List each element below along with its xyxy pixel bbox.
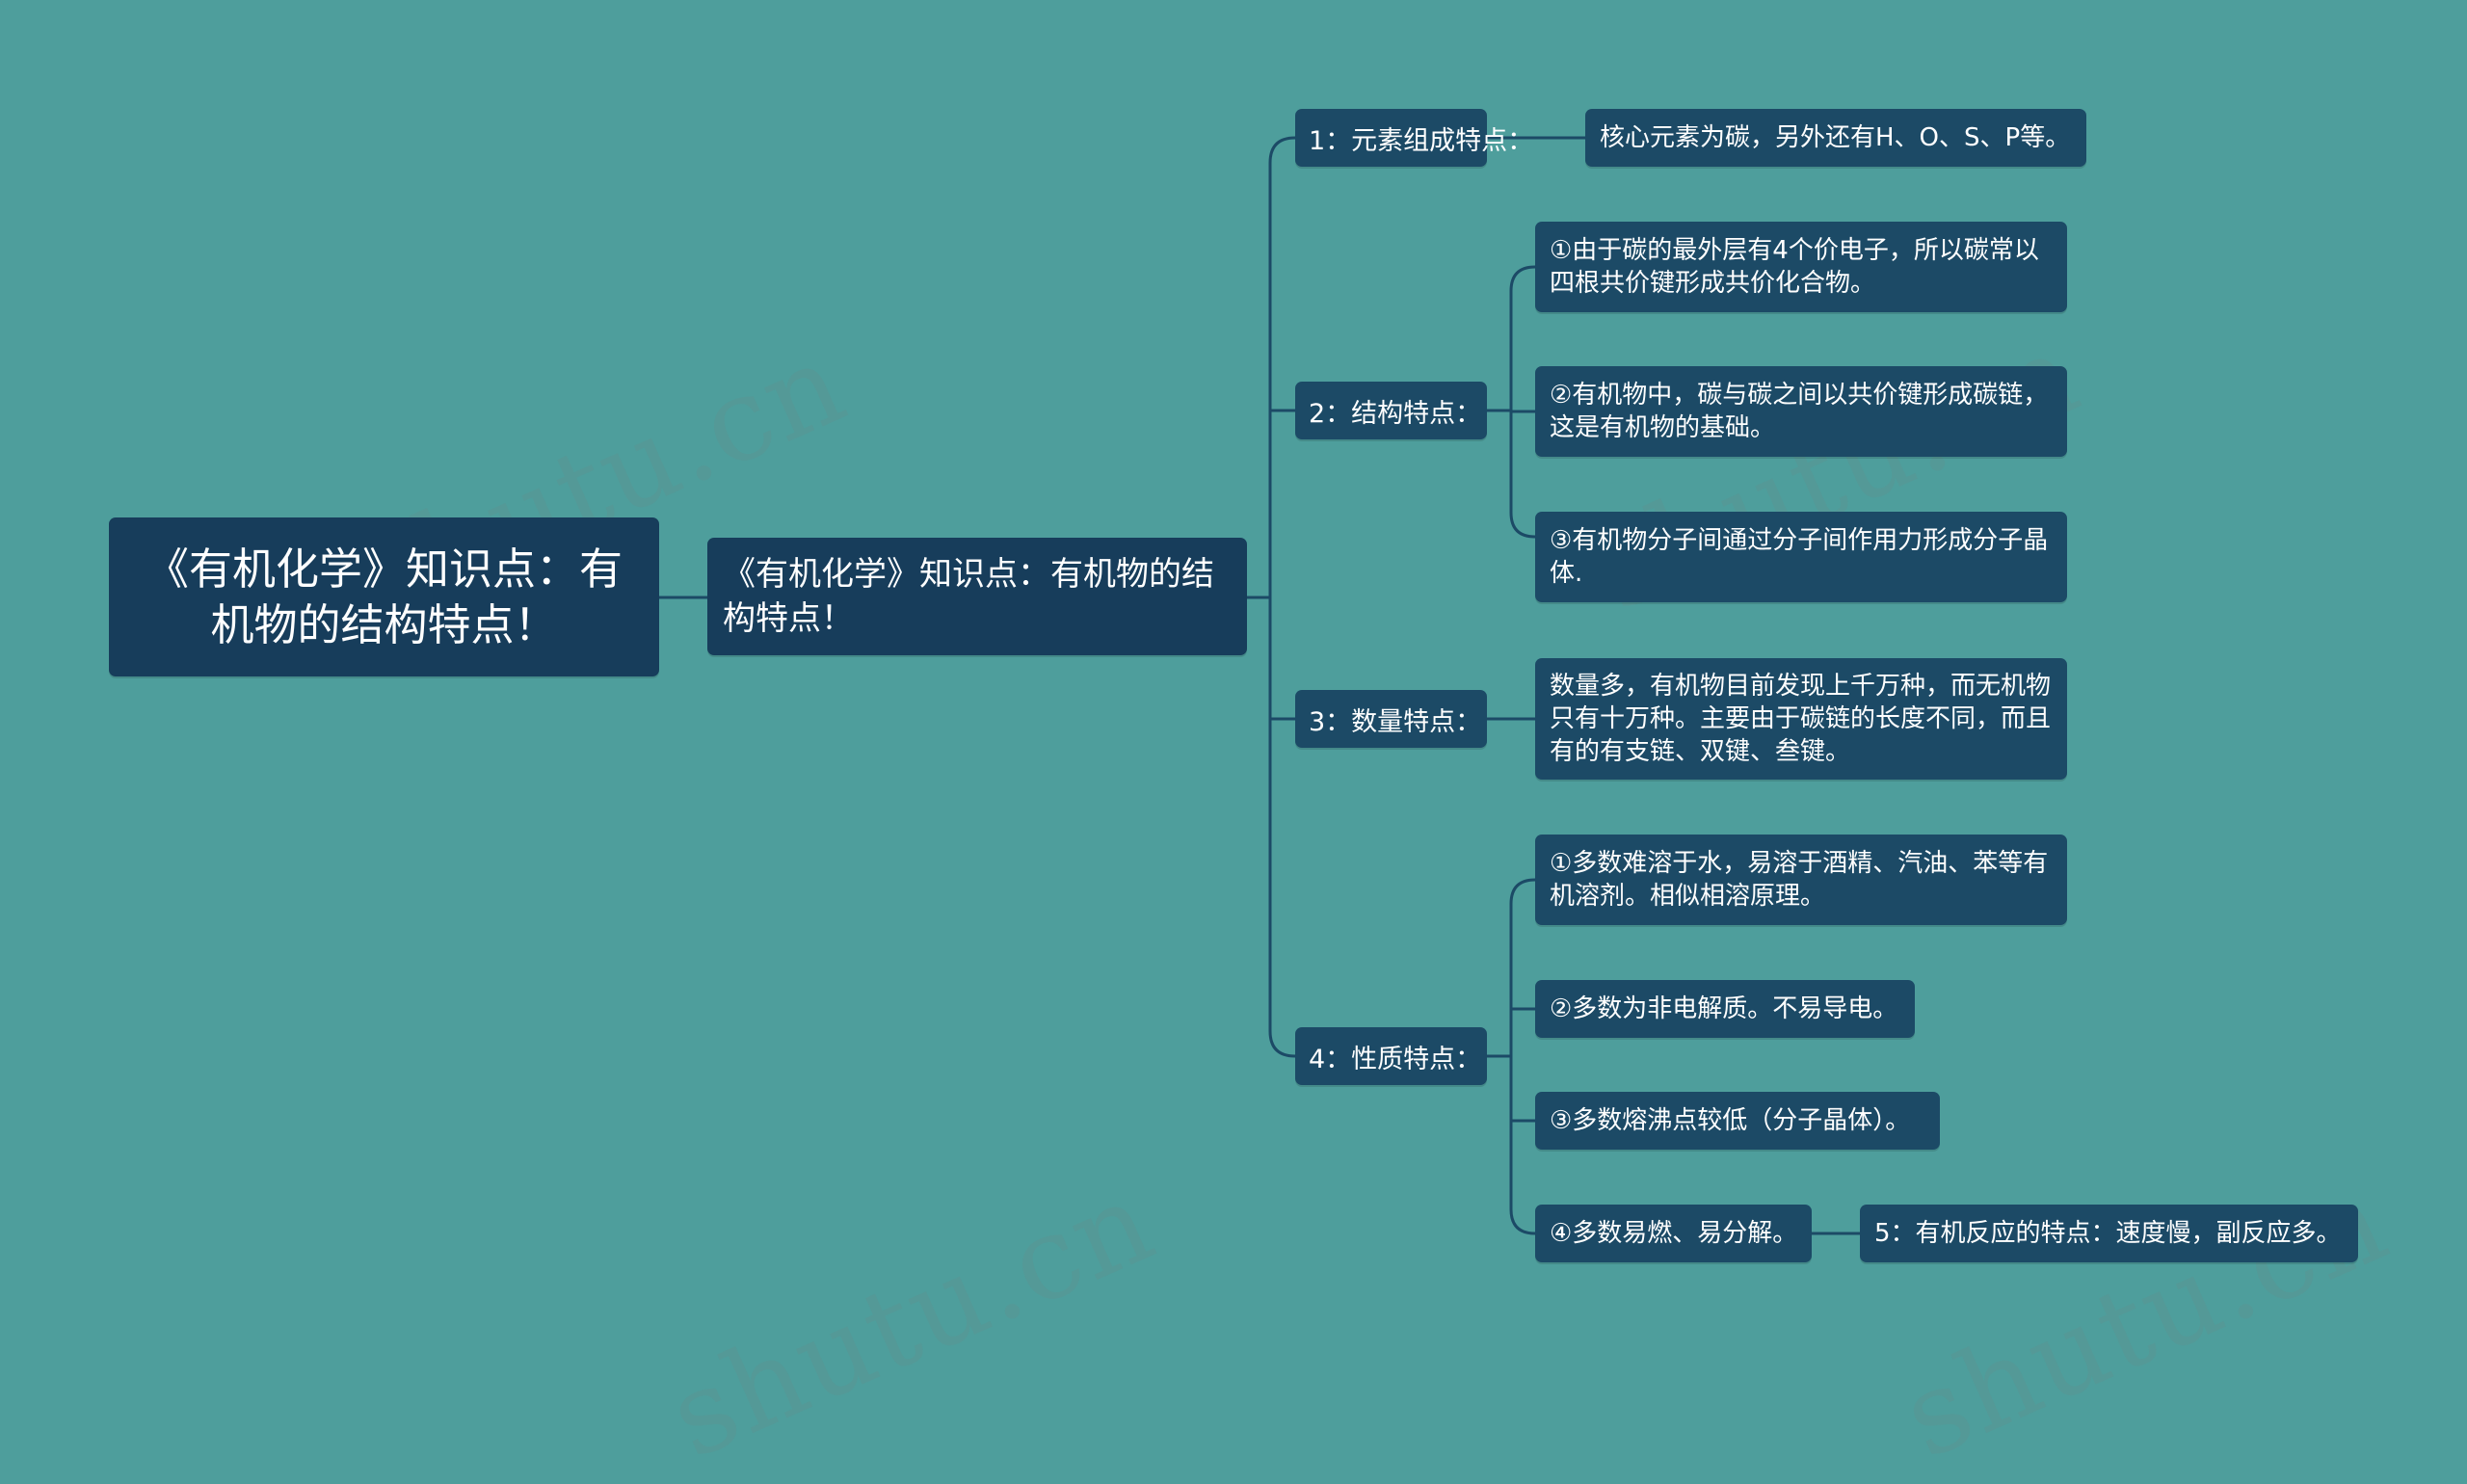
property-detail-text: ②多数为非电解质。不易导电。 bbox=[1550, 994, 1898, 1023]
root-node[interactable]: 《有机化学》知识点：有机物的结构特点！ bbox=[109, 517, 659, 676]
category-properties-node[interactable]: 4：性质特点： bbox=[1295, 1027, 1487, 1085]
property-detail-text: ①多数难溶于水，易溶于酒精、汽油、苯等有机溶剂。相似相溶原理。 bbox=[1550, 849, 2049, 911]
main-topic-node[interactable]: 《有机化学》知识点：有机物的结构特点！ bbox=[707, 538, 1247, 655]
category-quantity-node[interactable]: 3：数量特点： bbox=[1295, 690, 1487, 748]
quantity-detail-node[interactable]: 数量多，有机物目前发现上千万种，而无机物只有十万种。主要由于碳链的长度不同，而且… bbox=[1535, 658, 2067, 780]
main-topic-label: 《有机化学》知识点：有机物的结构特点！ bbox=[723, 555, 1214, 638]
category-label: 2：结构特点： bbox=[1309, 398, 1482, 429]
property-detail-node-3[interactable]: ③多数熔沸点较低（分子晶体）。 bbox=[1535, 1092, 1940, 1150]
composition-detail-text: 核心元素为碳，另外还有H、O、S、P等。 bbox=[1600, 123, 2071, 152]
structure-detail-node-1[interactable]: ①由于碳的最外层有4个价电子，所以碳常以四根共价键形成共价化合物。 bbox=[1535, 222, 2067, 312]
property-detail-node-4[interactable]: ④多数易燃、易分解。 bbox=[1535, 1205, 1812, 1262]
structure-detail-node-3[interactable]: ③有机物分子间通过分子间作用力形成分子晶体. bbox=[1535, 512, 2067, 602]
structure-detail-text: ①由于碳的最外层有4个价电子，所以碳常以四根共价键形成共价化合物。 bbox=[1550, 236, 2039, 298]
reaction-detail-node[interactable]: 5：有机反应的特点：速度慢，副反应多。 bbox=[1860, 1205, 2358, 1262]
structure-detail-text: ②有机物中，碳与碳之间以共价键形成碳链，这是有机物的基础。 bbox=[1550, 381, 2049, 442]
category-label: 1：元素组成特点： bbox=[1309, 125, 1534, 156]
root-label: 《有机化学》知识点：有机物的结构特点！ bbox=[145, 543, 623, 650]
structure-detail-text: ③有机物分子间通过分子间作用力形成分子晶体. bbox=[1550, 526, 2049, 588]
category-label: 4：性质特点： bbox=[1309, 1044, 1482, 1074]
category-composition-node[interactable]: 1：元素组成特点： bbox=[1295, 109, 1533, 167]
property-detail-node-1[interactable]: ①多数难溶于水，易溶于酒精、汽油、苯等有机溶剂。相似相溶原理。 bbox=[1535, 835, 2067, 925]
reaction-detail-text: 5：有机反应的特点：速度慢，副反应多。 bbox=[1874, 1219, 2342, 1248]
property-detail-text: ④多数易燃、易分解。 bbox=[1550, 1219, 1798, 1248]
property-detail-text: ③多数熔沸点较低（分子晶体）。 bbox=[1550, 1106, 1911, 1135]
category-structure-node[interactable]: 2：结构特点： bbox=[1295, 382, 1487, 439]
quantity-detail-text: 数量多，有机物目前发现上千万种，而无机物只有十万种。主要由于碳链的长度不同，而且… bbox=[1550, 672, 2052, 766]
category-label: 3：数量特点： bbox=[1309, 706, 1482, 737]
structure-detail-node-2[interactable]: ②有机物中，碳与碳之间以共价键形成碳链，这是有机物的基础。 bbox=[1535, 366, 2067, 457]
property-detail-node-2[interactable]: ②多数为非电解质。不易导电。 bbox=[1535, 980, 1915, 1038]
composition-detail-node[interactable]: 核心元素为碳，另外还有H、O、S、P等。 bbox=[1585, 109, 2086, 167]
connector-lines bbox=[659, 136, 1860, 1235]
